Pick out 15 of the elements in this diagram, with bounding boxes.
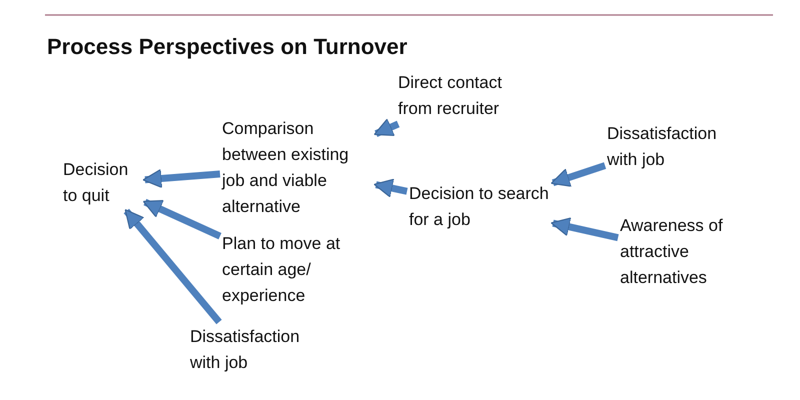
text-label: Awareness of attractive alternatives	[620, 213, 745, 291]
block-arrow	[374, 178, 408, 198]
block-arrow	[550, 217, 619, 242]
text-label: Direct contact from recruiter	[398, 70, 526, 122]
block-arrow	[142, 168, 220, 188]
block-arrow	[142, 198, 222, 240]
text-label: Plan to move at certain age/ experience	[222, 231, 367, 309]
slide-title: Process Perspectives on Turnover	[47, 34, 408, 60]
block-arrow	[550, 162, 606, 187]
text-label: Decision to search for a job	[409, 181, 551, 233]
block-arrow	[124, 208, 222, 324]
text-label: Comparison between existing job and viable alternative	[222, 116, 374, 220]
block-arrow	[374, 118, 400, 137]
text-label: Dissatisfaction with job	[607, 121, 715, 173]
text-label: Decision to quit	[63, 157, 143, 209]
